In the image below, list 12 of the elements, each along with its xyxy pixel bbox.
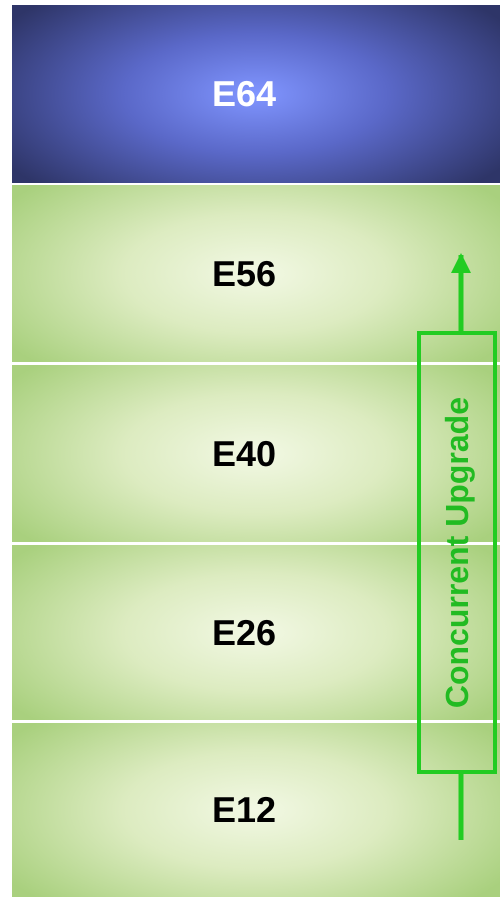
arrow	[451, 253, 471, 331]
upgrade-label: Concurrent Upgrade	[438, 396, 476, 708]
model-band	[12, 185, 500, 362]
model-label: E40	[212, 432, 276, 474]
model-label: E56	[212, 252, 276, 294]
model-band	[12, 723, 500, 897]
model-band	[12, 5, 500, 183]
model-label: E12	[212, 789, 276, 831]
connector-line	[458, 774, 464, 840]
upgrade-box	[417, 331, 497, 774]
model-label: E26	[212, 612, 276, 654]
model-label: E64	[212, 73, 276, 115]
